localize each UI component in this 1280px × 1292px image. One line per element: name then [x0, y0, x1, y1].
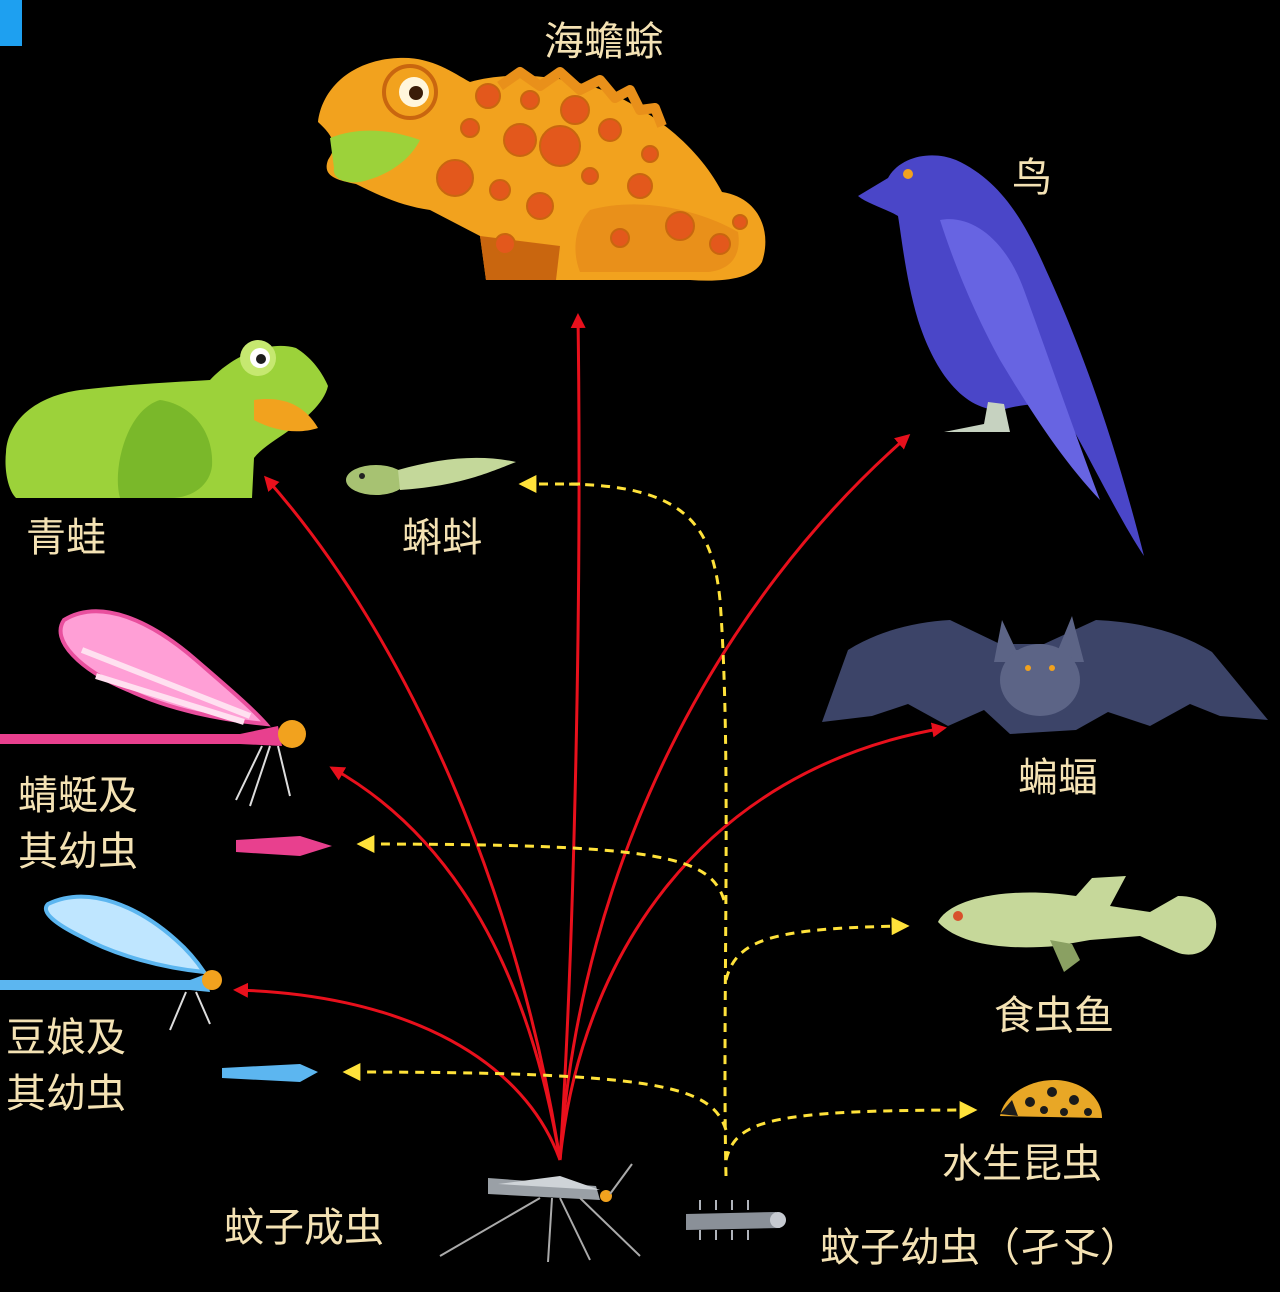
tadpole-illustration [346, 457, 516, 495]
bat-illustration [822, 616, 1268, 734]
label-bird: 鸟 [1012, 155, 1052, 201]
label-aquatic-insect: 水生昆虫 [942, 1141, 1102, 1187]
label-insectivorous-fish: 食虫鱼 [994, 993, 1114, 1039]
arrow-larva-to-damselfly-larva [342, 1063, 728, 1131]
label-damselfly: 豆娘及 其幼虫 [6, 1015, 126, 1117]
bird-illustration [858, 155, 1144, 556]
label-sea-toad: 海蟾蜍 [544, 19, 664, 65]
adult-mosquito-predation-arrows [233, 313, 947, 1161]
arrow-larva-to-aquatic-insect [724, 1101, 978, 1161]
aquatic-insect-illustration [1000, 1080, 1102, 1118]
fish-illustration [938, 876, 1217, 972]
label-dragonfly: 蜻蜓及 其幼虫 [18, 773, 138, 875]
frog-illustration [5, 340, 329, 498]
adult-mosquito-illustration [439, 1163, 641, 1263]
arrow-adult-to-bat [558, 722, 947, 1161]
label-bat: 蝙蝠 [1018, 755, 1098, 801]
label-frog: 青蛙 [26, 515, 106, 561]
label-mosquito-larva: 蚊子幼虫（孑孓） [820, 1225, 1140, 1271]
arrow-larva-to-fish [724, 917, 910, 981]
larva-trunk-line [559, 482, 728, 1177]
arrow-larva-to-dragonfly-larva [356, 835, 726, 901]
sea-toad-illustration [318, 57, 766, 281]
label-tadpole: 蝌蚪 [402, 515, 482, 561]
arrow-adult-to-damselfly [233, 982, 562, 1161]
corner-tab [0, 0, 22, 46]
damselfly-illustration [0, 894, 318, 1082]
dragonfly-illustration [0, 609, 332, 856]
arrow-adult-to-sea-toad [558, 313, 586, 1161]
label-adult-mosquito: 蚊子成虫 [224, 1205, 384, 1251]
arrow-adult-to-bird [558, 434, 911, 1161]
arrow-adult-to-frog [264, 475, 562, 1161]
arrow-adult-to-dragonfly [329, 766, 562, 1161]
mosquito-larva-illustration [686, 1200, 786, 1240]
mosquito-larva-predation-arrows [342, 475, 978, 1177]
